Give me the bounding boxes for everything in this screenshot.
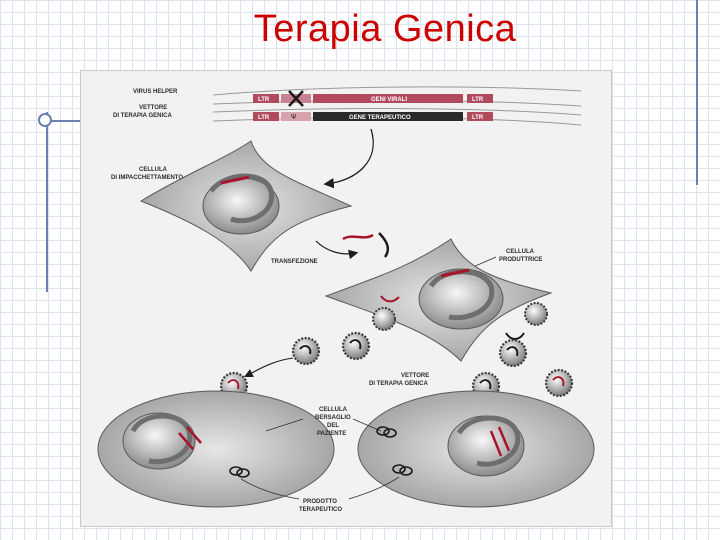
label-target-1: CELLULA <box>319 407 348 413</box>
vector-ltr-label: LTR <box>258 115 270 121</box>
leader-product-left <box>240 478 300 500</box>
label-packaging-1: CELLULA <box>139 167 168 173</box>
virus-particle <box>291 336 321 366</box>
deleted-x-icon <box>288 90 304 107</box>
label-producer-2: PRODUTTRICE <box>499 257 542 263</box>
label-transfection: TRANSFEZIONE <box>271 259 318 265</box>
decor-line-left-horizontal <box>40 120 80 122</box>
rna-fragment <box>342 233 374 241</box>
producer-nucleus <box>418 268 504 330</box>
arrow-to-target-left <box>244 357 294 377</box>
rna-fragment-dark <box>378 232 390 258</box>
virus-particle <box>498 338 528 368</box>
therapeutic-product-icon <box>229 426 413 478</box>
label-target-3: DEL <box>327 423 339 429</box>
decor-circle-icon <box>38 113 52 127</box>
producer-rna-red <box>380 295 400 303</box>
viral-genes-box <box>313 94 463 103</box>
decor-line-right <box>696 0 698 185</box>
decor-line-left <box>46 112 48 292</box>
label-product-2: TERAPEUTICO <box>299 507 342 513</box>
ltr-box-right <box>467 94 493 103</box>
psi-box <box>281 112 311 121</box>
label-target-4: PAZIENTE <box>317 431 346 437</box>
label-packaging-2: DI IMPACCHETTAMENTO <box>111 175 183 181</box>
leader-target-right <box>352 418 382 432</box>
vector-ltr-box <box>253 112 279 121</box>
arrow-to-packaging-cell <box>323 128 374 189</box>
label-vector-particle-1: VETTORE <box>401 373 429 379</box>
gene-therapy-figure: VIRUS HELPER VETTORE DI TERAPIA GENICA L… <box>80 70 612 527</box>
ltr-box <box>253 94 279 103</box>
label-target-2: BERSAGLIO <box>315 415 351 421</box>
leader-product-right <box>348 476 400 500</box>
gene-therapy-diagram: VIRUS HELPER VETTORE DI TERAPIA GENICA L… <box>97 86 595 513</box>
virus-particle <box>341 331 371 361</box>
packaging-integrated-gene <box>220 175 250 185</box>
label-virus-helper: VIRUS HELPER <box>133 89 178 95</box>
label-vector-particle-2: DI TERAPIA GENICA <box>369 381 428 387</box>
label-product-1: PRODOTTO <box>303 499 337 505</box>
arrow-transfection <box>315 240 359 260</box>
packaging-chromosome <box>209 173 275 224</box>
budding-virus <box>372 302 548 331</box>
producer-integrated-gene <box>440 268 470 278</box>
psi-label: Ψ <box>291 113 297 121</box>
virus-particle <box>544 368 574 398</box>
label-vector-1: VETTORE <box>139 105 167 111</box>
ltr-label: LTR <box>258 97 270 103</box>
leader-producer <box>472 256 497 268</box>
label-vector-2: DI TERAPIA GENICA <box>113 113 172 119</box>
viral-genes-label: GENI VIRALI <box>371 97 407 103</box>
vector-ltr-box-right <box>467 112 493 121</box>
therapeutic-gene-box <box>313 112 463 121</box>
target-integrated-gene-right <box>489 426 511 457</box>
target-integrated-gene-left <box>178 426 202 450</box>
helper-construct: LTR GENI VIRALI LTR <box>253 90 493 107</box>
slide-title: Terapia Genica <box>253 8 517 50</box>
helper-strand-line <box>212 86 582 96</box>
vector-strand-line <box>212 108 582 116</box>
target-chromosome-right <box>456 415 521 467</box>
vector-ltr-label-right: LTR <box>472 115 484 121</box>
vector-construct: LTR Ψ GENE TERAPEUTICO LTR <box>253 112 493 121</box>
producer-rna-dark <box>505 332 525 340</box>
leader-target-left <box>265 418 304 432</box>
ltr-label-right: LTR <box>472 97 484 103</box>
therapeutic-gene-label: GENE TERAPEUTICO <box>349 115 411 121</box>
label-producer-1: CELLULA <box>506 249 535 255</box>
